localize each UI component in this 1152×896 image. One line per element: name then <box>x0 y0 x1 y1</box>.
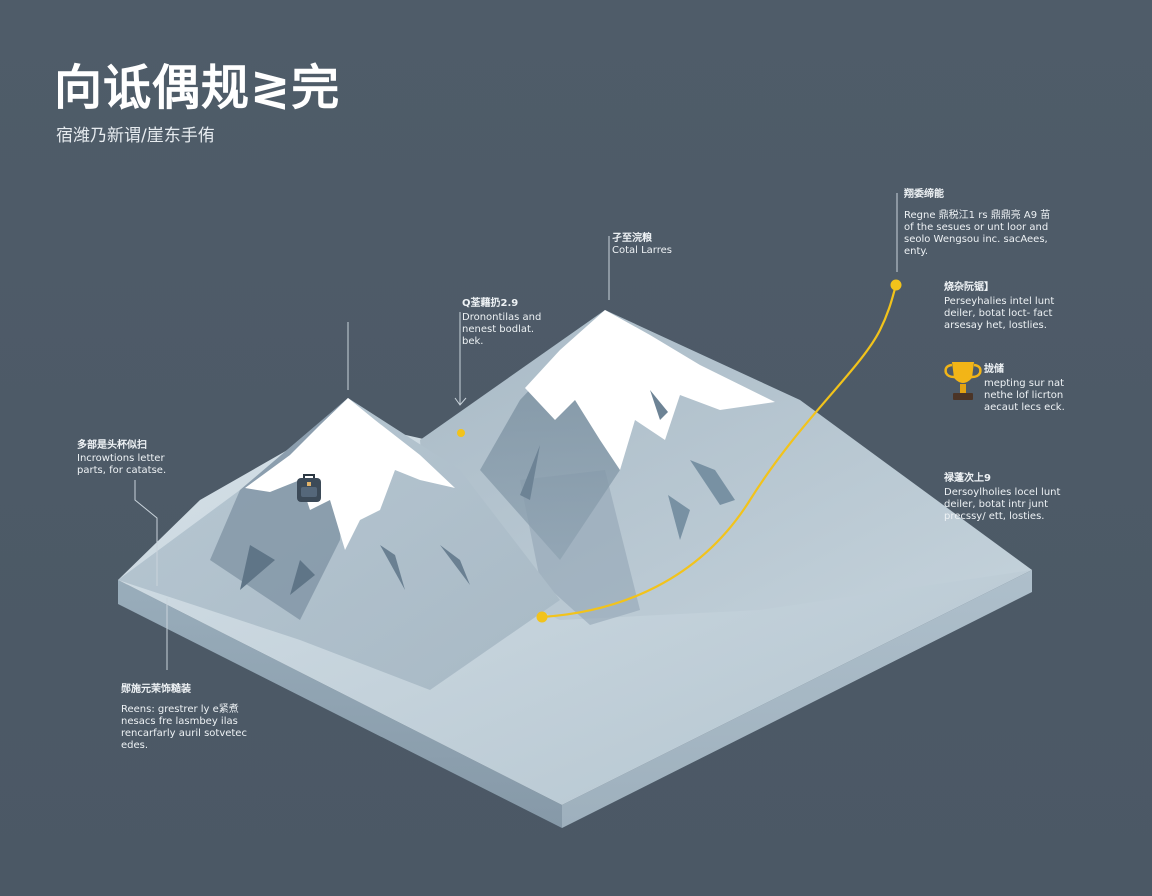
backpack-handle <box>303 474 315 478</box>
annotation-heading: 多部是头杯似扫 <box>77 440 147 451</box>
annotation-left-peak: 多部是头杯似扫 Incrowtions letter parts, for ca… <box>77 440 166 477</box>
page-subtitle: 宿潍乃新谓/崖东手侑 <box>56 126 215 146</box>
rock-streak <box>380 545 405 590</box>
rock-streak <box>650 390 668 420</box>
annotation-trophy: 拢储 mepting sur nat nethe lof licrton aec… <box>984 364 1065 414</box>
annotation-body: Regne 鼎税江1 rs 鼎鼎亮 A9 苗 of the sesues or … <box>904 210 1051 257</box>
annotation-heading: 烧杂阮锯】 <box>944 282 994 293</box>
leader-line-left-edge <box>134 480 158 586</box>
route-end-dot <box>890 279 902 291</box>
leader-line-left-arrowhead <box>454 397 467 406</box>
annotation-heading: 禄蓬次上9 <box>944 473 991 484</box>
page-title: 向诋偶规≷完 <box>54 60 341 116</box>
annotation-right-1: 烧杂阮锯】 Perseyhalies intel lunt deiler, bo… <box>944 282 1054 332</box>
annotation-body: Dersoylholies locel lunt deiler, botat i… <box>944 487 1061 522</box>
terrain-slab-right-side <box>562 570 1032 828</box>
annotation-summit-right: 孑至浣粮 Cotal Larres <box>612 233 672 257</box>
trophy-base <box>953 393 973 400</box>
route-start-dot <box>536 611 548 623</box>
annotation-top-right: 翔委缔能 Regne 鼎税江1 rs 鼎鼎亮 A9 苗 of the sesue… <box>904 189 1050 258</box>
backpack-icon <box>297 474 321 502</box>
rock-streak <box>240 545 275 590</box>
backpack-pocket <box>301 487 317 497</box>
annotation-base-camp: 郧施元茉饰糙装 Reens: grestrer ly e紧煮 nesacs fr… <box>121 684 247 752</box>
waypoint-dot <box>457 429 465 437</box>
left-mountain-base <box>118 398 560 690</box>
annotation-valley: Q荃藉扔2.9 Dronontilas and nenest bodlat. b… <box>462 298 541 348</box>
backpack-strap <box>307 482 311 486</box>
annotation-heading: 郧施元茉饰糙装 <box>121 684 191 695</box>
annotation-right-2: 禄蓬次上9 Dersoylholies locel lunt deiler, b… <box>944 473 1060 523</box>
rock-streak <box>520 445 540 500</box>
annotation-heading: 孑至浣粮 <box>612 233 652 244</box>
left-mountain-snowcap <box>245 398 455 550</box>
climbing-route <box>541 284 898 619</box>
terrain-slab-left-side <box>118 580 562 828</box>
annotation-body: Dronontilas and nenest bodlat. bek. <box>462 312 542 347</box>
leader-lines <box>134 193 898 670</box>
rock-streak <box>290 560 315 595</box>
rock-streak <box>690 460 735 505</box>
annotation-body: Cotal Larres <box>612 245 672 256</box>
trophy-handle-left <box>944 363 955 379</box>
trophy-handle-right <box>971 363 982 379</box>
trophy-stem <box>960 384 966 393</box>
annotation-heading: 拢储 <box>984 364 1004 375</box>
annotation-heading: 翔委缔能 <box>904 189 944 200</box>
rock-streak <box>440 545 470 585</box>
annotation-body: Incrowtions letter parts, for catatse. <box>77 453 167 476</box>
annotation-heading: Q荃藉扔2.9 <box>462 298 519 309</box>
annotation-body: Reens: grestrer ly e紧煮 nesacs fre lasmbe… <box>121 704 247 751</box>
trophy-cup <box>952 362 974 383</box>
annotation-body: Perseyhalies intel lunt deiler, botat lo… <box>944 296 1055 331</box>
annotation-body: mepting sur nat nethe lof licrton aecaut… <box>984 378 1065 413</box>
rock-streak <box>668 495 690 540</box>
trophy-icon <box>944 362 982 400</box>
